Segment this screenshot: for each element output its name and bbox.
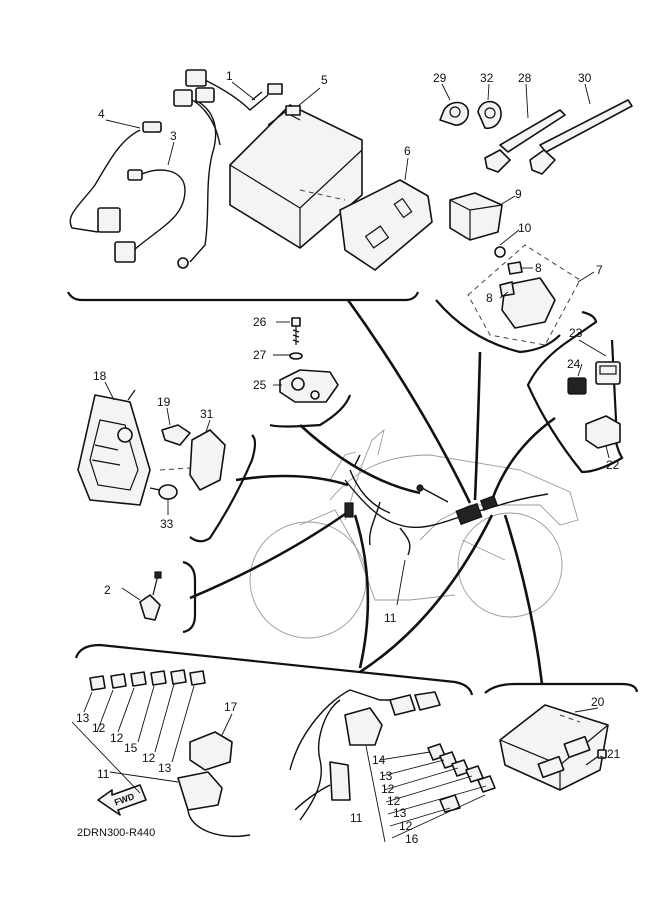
callout-12-br-c: 12	[399, 819, 413, 833]
module-31	[159, 429, 226, 491]
connector-harness-bottom-left	[177, 771, 251, 837]
bracket-25	[279, 369, 339, 403]
leader-lines	[71, 81, 610, 843]
callout-24: 24	[567, 357, 581, 371]
callout-14: 14	[372, 753, 386, 767]
callout-11-center: 11	[384, 611, 397, 625]
battery-cover	[339, 179, 433, 271]
sub-lead-3	[114, 169, 186, 263]
clamp-29	[439, 101, 470, 126]
connector-24	[567, 377, 587, 395]
callout-13-br-b: 13	[393, 806, 407, 820]
callout-12-br-a: 12	[381, 782, 395, 796]
callout-18: 18	[93, 369, 107, 383]
relay-9	[449, 192, 503, 241]
callout-numbers: 1 5 3 4 6 29 32 28 30 9 10 8 8 7 23 24 2…	[76, 69, 621, 846]
callout-2: 2	[104, 583, 111, 597]
callout-5: 5	[321, 73, 328, 87]
callout-29: 29	[433, 71, 447, 85]
motorcycle-outline	[249, 428, 579, 639]
callout-12-br-b: 12	[387, 794, 401, 808]
callout-31: 31	[200, 407, 214, 421]
callout-20: 20	[591, 695, 605, 709]
callout-15: 15	[124, 741, 138, 755]
ecu-case-18	[77, 389, 151, 506]
callout-22: 22	[606, 458, 620, 472]
callout-3: 3	[170, 129, 177, 143]
group-left-boundary	[189, 434, 257, 543]
callout-10: 10	[518, 221, 532, 235]
cable-tie-30	[529, 99, 633, 175]
callout-25: 25	[253, 378, 267, 392]
sub-lead-4	[69, 121, 162, 233]
callout-13-br-a: 13	[379, 769, 393, 783]
callout-7: 7	[596, 263, 603, 277]
callout-17: 17	[224, 700, 238, 714]
callout-1: 1	[226, 69, 233, 83]
group-bottom-boundary	[74, 643, 474, 696]
fwd-arrow-icon: FWD	[97, 784, 147, 816]
group-top-right-boundary	[435, 299, 561, 354]
clamp-32	[477, 100, 502, 130]
group-right-side-boundary	[526, 310, 624, 474]
callout-19: 19	[157, 395, 171, 409]
caps-row-right	[427, 743, 496, 813]
callout-12-bl-b: 12	[110, 731, 124, 745]
sensor-2	[139, 571, 162, 621]
callout-21: 21	[607, 747, 621, 761]
group-top-left-boundary	[67, 291, 420, 302]
battery-lead-assembly	[173, 69, 283, 269]
callout-6: 6	[404, 144, 411, 158]
callout-4: 4	[98, 107, 105, 121]
callout-33: 33	[160, 517, 174, 531]
callout-27: 27	[253, 348, 267, 362]
callout-13-bl-b: 13	[158, 761, 172, 775]
group-mid-boundary	[269, 394, 352, 428]
sub-harness-bottom	[289, 689, 441, 821]
group-sensor-boundary	[182, 560, 197, 634]
washer-27	[289, 352, 303, 360]
bolt-26	[291, 317, 301, 345]
callout-lines	[189, 299, 556, 685]
ecu-20	[499, 704, 609, 791]
callout-8-top: 8	[535, 261, 542, 275]
connector-22	[585, 415, 621, 449]
clip-19	[161, 424, 191, 446]
connector-caps-row	[89, 669, 206, 691]
callout-16: 16	[405, 832, 419, 846]
callout-11-bottom-right: 11	[350, 811, 363, 825]
main-wire-harness	[344, 454, 549, 556]
callout-26: 26	[253, 315, 267, 329]
group-ecu-boundary	[484, 682, 639, 694]
callout-30: 30	[578, 71, 592, 85]
cable-tie-28	[484, 109, 566, 173]
callout-8-bottom: 8	[486, 291, 493, 305]
callout-28: 28	[518, 71, 532, 85]
battery	[229, 104, 363, 249]
callout-13-bl-a: 13	[76, 711, 90, 725]
connector-17	[189, 731, 233, 771]
drawing-code: 2DRN300-R440	[77, 827, 155, 839]
starter-relay-7	[467, 244, 581, 346]
screw-33	[149, 484, 178, 500]
callout-23: 23	[569, 326, 583, 340]
callout-11-bottom-left: 11	[97, 767, 110, 781]
callout-12-bl-c: 12	[142, 751, 156, 765]
callout-32: 32	[480, 71, 494, 85]
callout-12-bl-a: 12	[92, 721, 106, 735]
connector-23	[595, 361, 621, 385]
callout-9: 9	[515, 187, 522, 201]
